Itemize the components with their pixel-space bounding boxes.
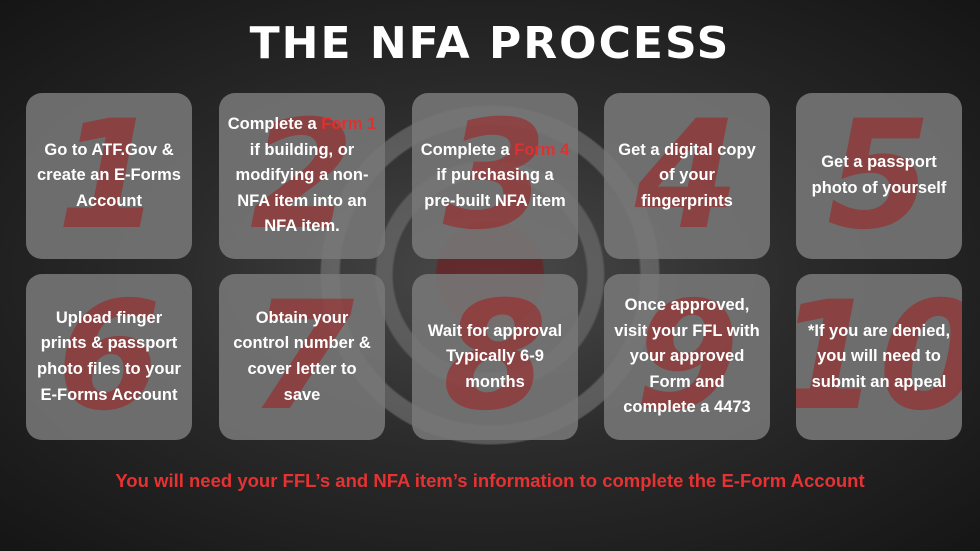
step-card-5: 5 Get a passport photo of yourself: [796, 93, 962, 259]
step-number: 3: [442, 93, 548, 259]
footer-note: You will need your FFL’s and NFA item’s …: [115, 470, 865, 491]
step-text: *If you are denied, you will need to sub…: [807, 321, 951, 391]
step-text: Get a digital copy of your fingerprints: [618, 140, 756, 210]
step-text-post: if purchasing a pre-built NFA item: [424, 166, 566, 210]
step-card-1: 1 Go to ATF.Gov & create an E-Forms Acco…: [26, 93, 192, 259]
step-number: 4: [634, 93, 740, 259]
step-card-7: 7 Obtain your control number & cover let…: [219, 274, 385, 440]
step-text: Once approved, visit your FFL with your …: [614, 296, 760, 417]
step-text: Complete a Form 4 if purchasing a pre-bu…: [412, 138, 578, 215]
step-number: 7: [249, 274, 355, 440]
step-text-post: if building, or modifying a non-NFA item…: [235, 140, 369, 236]
step-text-pre: Complete a: [420, 140, 515, 159]
step-text: Get a passport photo of yourself: [811, 153, 947, 197]
step-number: 1: [56, 93, 162, 259]
form-1-highlight: Form 1: [321, 115, 377, 134]
step-number: 8: [442, 274, 548, 440]
step-text: Complete a Form 1 if building, or modify…: [219, 112, 385, 240]
step-text: Upload finger prints & passport photo fi…: [37, 308, 181, 404]
step-text: Wait for approval Typically 6-9 months: [427, 321, 563, 391]
step-text: Obtain your control number & cover lette…: [233, 308, 371, 404]
step-number: 2: [249, 93, 355, 259]
form-4-highlight: Form 4: [514, 140, 570, 159]
step-card-8: 8 Wait for approval Typically 6-9 months: [412, 274, 578, 440]
step-card-6: 6 Upload finger prints & passport photo …: [26, 274, 192, 440]
step-card-2: 2 Complete a Form 1 if building, or modi…: [219, 93, 385, 259]
step-card-9: 9 Once approved, visit your FFL with you…: [604, 274, 770, 440]
step-text-pre: Complete a: [227, 115, 322, 134]
step-card-4: 4 Get a digital copy of your fingerprint…: [604, 93, 770, 259]
page-title: THE NFA PROCESS: [249, 18, 731, 69]
step-text: Go to ATF.Gov & create an E-Forms Accoun…: [37, 140, 181, 210]
step-card-10: 10 *If you are denied, you will need to …: [796, 274, 962, 440]
step-number: 6: [56, 274, 162, 440]
step-number: 10: [796, 274, 962, 440]
step-card-3: 3 Complete a Form 4 if purchasing a pre-…: [412, 93, 578, 259]
step-number: 5: [826, 93, 932, 259]
step-number: 9: [634, 274, 740, 440]
